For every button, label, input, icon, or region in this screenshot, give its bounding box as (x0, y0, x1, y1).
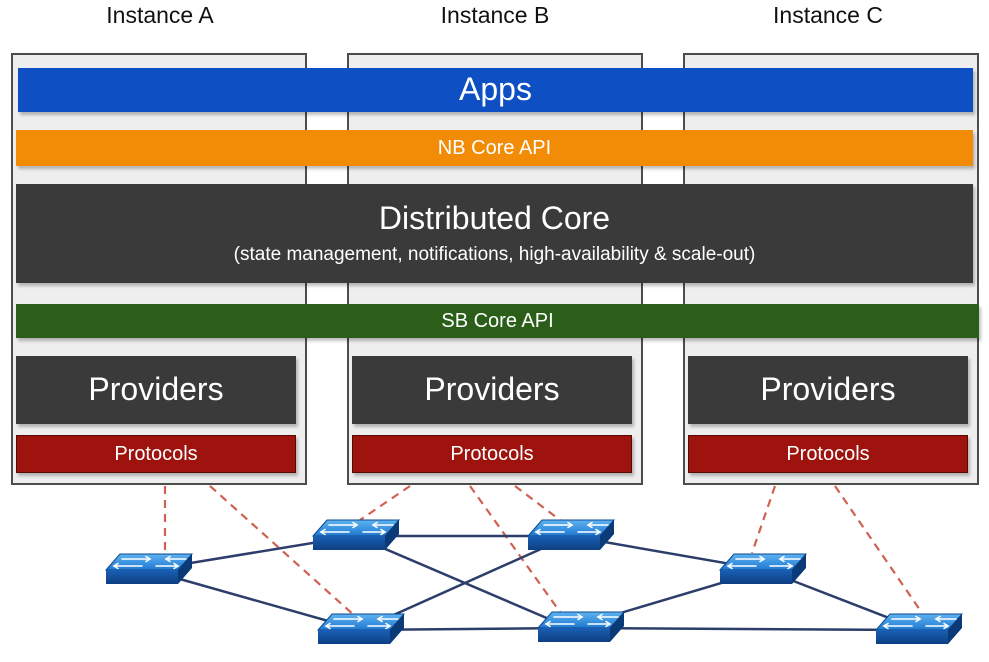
nb-core-api-label: NB Core API (437, 137, 552, 159)
distributed-core-layer: Distributed Core (state management, noti… (16, 184, 973, 283)
sb-core-api-label: SB Core API (441, 310, 554, 332)
switches (105, 519, 963, 645)
providers-c: Providers (688, 356, 968, 424)
network-switch-icon (527, 519, 615, 551)
protocols-a-label: Protocols (114, 443, 198, 465)
network-switch-icon (105, 553, 193, 585)
network-switch-icon (317, 613, 405, 645)
network-switch-icon (537, 611, 625, 643)
protocols-c-label: Protocols (786, 443, 870, 465)
providers-b: Providers (352, 356, 632, 424)
instance-c-title: Instance C (773, 2, 883, 28)
protocols-b: Protocols (352, 435, 632, 473)
instance-a-title: Instance A (106, 2, 214, 28)
distributed-core-title: Distributed Core (378, 200, 611, 237)
apps-label: Apps (459, 71, 532, 108)
providers-a-label: Providers (88, 371, 224, 408)
control-links (163, 485, 921, 617)
providers-a: Providers (16, 356, 296, 424)
network-links (147, 534, 921, 632)
providers-c-label: Providers (760, 371, 896, 408)
protocols-c: Protocols (688, 435, 968, 473)
nb-core-api-layer: NB Core API (16, 130, 973, 166)
distributed-core-subtitle: (state management, notifications, high-a… (233, 243, 756, 265)
apps-layer: Apps (18, 68, 973, 112)
network-switch-icon (312, 519, 400, 551)
sb-core-api-layer: SB Core API (16, 304, 979, 338)
network-switch-icon (875, 613, 963, 645)
providers-b-label: Providers (424, 371, 560, 408)
protocols-a: Protocols (16, 435, 296, 473)
protocols-b-label: Protocols (450, 443, 534, 465)
network-switch-icon (719, 553, 807, 585)
instance-b-title: Instance B (440, 2, 550, 28)
